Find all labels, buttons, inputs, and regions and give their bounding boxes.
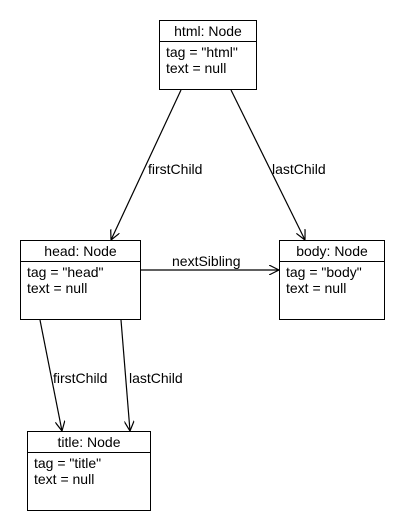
node-head-title: head: Node: [21, 241, 140, 262]
node-body: body: Node tag = "body" text = null: [279, 240, 385, 320]
node-title-title: title: Node: [28, 432, 150, 453]
node-title: title: Node tag = "title" text = null: [27, 431, 151, 511]
node-html-tag: tag = "html": [166, 44, 238, 60]
node-head-text: text = null: [27, 280, 88, 296]
edge-html-first-child: [111, 89, 182, 240]
label-html-last-child: lastChild: [272, 161, 326, 177]
node-title-tag: tag = "title": [34, 455, 102, 471]
node-body-text: text = null: [286, 280, 347, 296]
edge-html-last-child: [230, 89, 305, 240]
node-head-attributes: tag = "head" text = null: [21, 262, 140, 296]
label-head-next-sibling: nextSibling: [172, 253, 241, 269]
label-head-last-child: lastChild: [129, 370, 183, 386]
label-html-first-child: firstChild: [148, 161, 202, 177]
node-html: html: Node tag = "html" text = null: [159, 20, 257, 90]
node-body-tag: tag = "body": [286, 264, 362, 280]
node-title-text: text = null: [34, 471, 95, 487]
node-html-text: text = null: [166, 60, 227, 76]
edge-head-last-child: [120, 319, 130, 431]
node-body-title: body: Node: [280, 241, 384, 262]
node-html-title: html: Node: [160, 21, 256, 42]
node-body-attributes: tag = "body" text = null: [280, 262, 384, 296]
node-head: head: Node tag = "head" text = null: [20, 240, 141, 320]
node-head-tag: tag = "head": [27, 264, 104, 280]
node-html-attributes: tag = "html" text = null: [160, 42, 256, 76]
label-head-first-child: firstChild: [53, 370, 107, 386]
edge-head-first-child: [39, 319, 62, 431]
node-title-attributes: tag = "title" text = null: [28, 453, 150, 487]
